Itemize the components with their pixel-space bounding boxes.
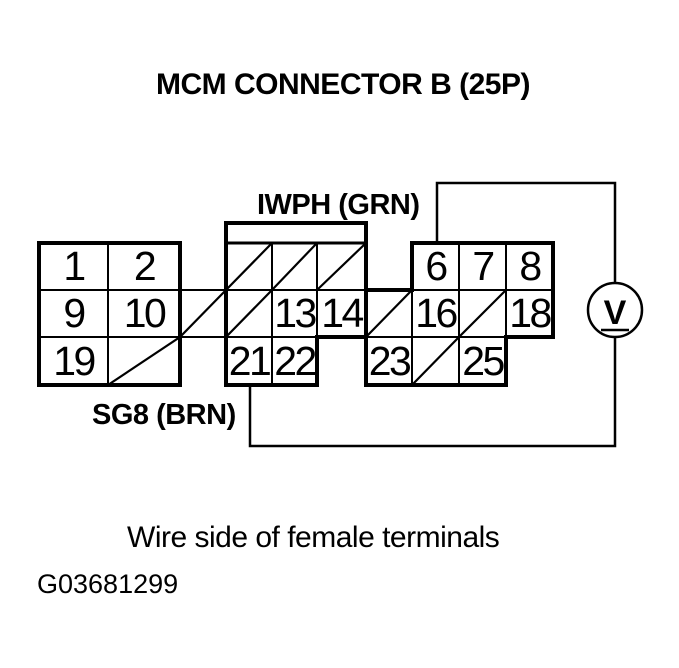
terminal-19: 19 <box>53 337 96 384</box>
wire-sg8-to-voltmeter <box>248 337 617 448</box>
voltmeter-circle <box>586 281 644 339</box>
terminal-25: 25 <box>462 337 505 384</box>
terminal-8: 8 <box>519 243 542 289</box>
terminal-6: 6 <box>425 243 448 289</box>
wire-label-sg8: SG8 (BRN) <box>92 399 236 431</box>
terminal-10: 10 <box>123 290 167 336</box>
right-block-outline <box>364 241 555 387</box>
terminal-22: 22 <box>274 337 317 384</box>
terminal-21: 21 <box>228 337 272 384</box>
voltmeter-symbol: V <box>604 294 627 332</box>
terminal-2: 2 <box>133 243 157 289</box>
terminal-7: 7 <box>472 243 495 289</box>
terminal-23: 23 <box>368 337 412 384</box>
terminal-16: 16 <box>415 290 458 336</box>
terminal-18: 18 <box>509 290 552 336</box>
terminal-13: 13 <box>274 290 317 336</box>
terminal-9: 9 <box>63 290 86 336</box>
wire-label-iwph: IWPH (GRN) <box>257 189 420 221</box>
wire-iwph-to-voltmeter <box>435 181 617 283</box>
diagram-title: MCM CONNECTOR B (25P) <box>156 68 530 101</box>
terminal-1: 1 <box>63 243 86 289</box>
terminal-14: 14 <box>321 290 364 336</box>
crossed-cavity-diagonals <box>107 242 507 386</box>
caption: Wire side of female terminals <box>127 521 500 554</box>
figure-id: G03681299 <box>37 569 179 599</box>
